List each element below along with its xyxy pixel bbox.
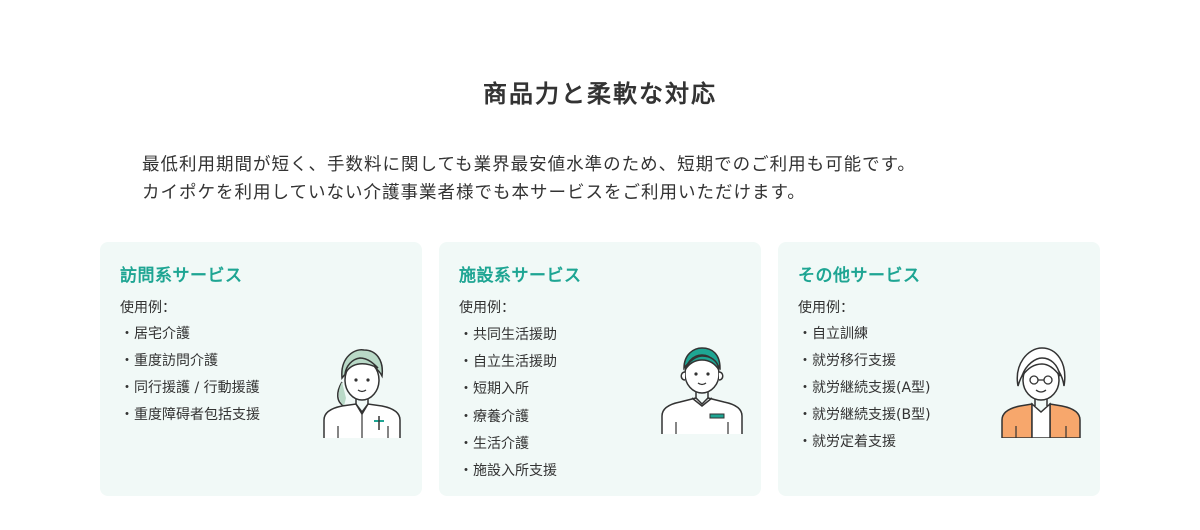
list-item: 就労移行支援 bbox=[798, 348, 931, 375]
card-subtitle: 使用例： bbox=[120, 300, 176, 316]
card-title: 訪問系サービス bbox=[120, 266, 243, 286]
list-item: 就労継続支援(B型) bbox=[798, 402, 931, 429]
elderly-woman-icon bbox=[1001, 347, 1081, 438]
card-title: その他サービス bbox=[798, 266, 921, 286]
list-item: 重度訪問介護 bbox=[120, 348, 260, 375]
list-item: 自立訓練 bbox=[798, 321, 931, 348]
service-card-visiting: 訪問系サービス 使用例： 居宅介護 重度訪問介護 同行援護 / 行動援護 重度障… bbox=[100, 242, 422, 496]
example-list: 自立訓練 就労移行支援 就労継続支援(A型) 就労継続支援(B型) 就労定着支援 bbox=[798, 321, 931, 456]
intro-text: 最低利用期間が短く、手数料に関しても業界最安値水準のため、短期でのご利用も可能で… bbox=[142, 151, 1082, 207]
card-subtitle: 使用例： bbox=[459, 300, 515, 316]
example-list: 居宅介護 重度訪問介護 同行援護 / 行動援護 重度障碍者包括支援 bbox=[120, 321, 260, 429]
list-item: 就労継続支援(A型) bbox=[798, 375, 931, 402]
example-list: 共同生活援助 自立生活援助 短期入所 療養介護 生活介護 施設入所支援 bbox=[459, 322, 557, 485]
list-item: 自立生活援助 bbox=[459, 349, 557, 376]
list-item: 同行援護 / 行動援護 bbox=[120, 375, 260, 402]
intro-line-1: 最低利用期間が短く、手数料に関しても業界最安値水準のため、短期でのご利用も可能で… bbox=[142, 155, 916, 175]
card-title: 施設系サービス bbox=[459, 266, 582, 286]
list-item: 共同生活援助 bbox=[459, 322, 557, 349]
list-item: 短期入所 bbox=[459, 376, 557, 403]
list-item: 生活介護 bbox=[459, 431, 557, 458]
list-item: 施設入所支援 bbox=[459, 458, 557, 485]
list-item: 療養介護 bbox=[459, 404, 557, 431]
list-item: 居宅介護 bbox=[120, 321, 260, 348]
intro-line-2: カイポケを利用していない介護事業者様でも本サービスをご利用いただけます。 bbox=[142, 183, 806, 203]
page-title: 商品力と柔軟な対応 bbox=[483, 80, 717, 109]
list-item: 重度障碍者包括支援 bbox=[120, 402, 260, 429]
female-caregiver-icon bbox=[323, 348, 401, 438]
list-item: 就労定着支援 bbox=[798, 429, 931, 456]
service-card-facility: 施設系サービス 使用例： 共同生活援助 自立生活援助 短期入所 療養介護 生活介… bbox=[439, 242, 761, 496]
service-card-other: その他サービス 使用例： 自立訓練 就労移行支援 就労継続支援(A型) 就労継続… bbox=[778, 242, 1100, 496]
card-subtitle: 使用例： bbox=[798, 300, 854, 316]
male-staff-icon bbox=[661, 347, 743, 434]
